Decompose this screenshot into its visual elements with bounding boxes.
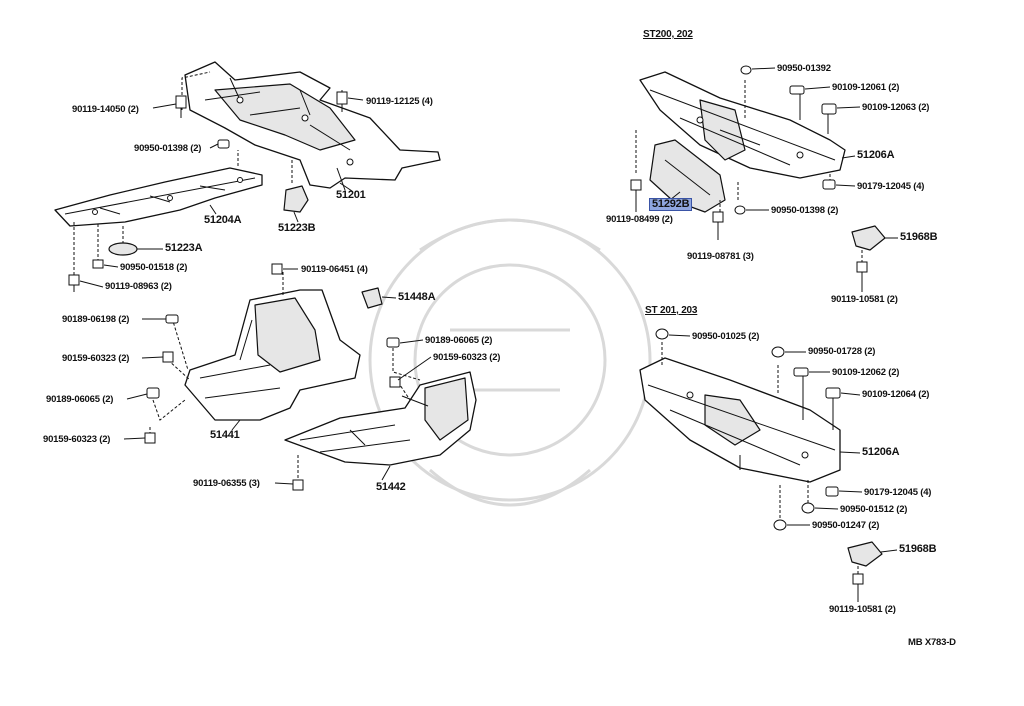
plate-51204a (54, 167, 263, 227)
part-label[interactable]: 90119-08963 (2) (105, 281, 172, 292)
part-label[interactable]: 51206A (857, 149, 895, 161)
part-label[interactable]: 51223B (278, 222, 316, 234)
part-label[interactable]: 90109-12061 (2) (832, 82, 900, 93)
part-label[interactable]: 90950-01025 (2) (692, 331, 760, 342)
part-label[interactable]: 90119-10581 (2) (831, 294, 898, 305)
part-label[interactable]: 90119-12125 (4) (366, 96, 433, 107)
part-label[interactable]: 90109-12063 (2) (862, 102, 930, 113)
part-label[interactable]: 90189-06198 (2) (62, 314, 130, 325)
part-label[interactable]: 51441 (210, 429, 240, 441)
crossmember-51206a-top (639, 71, 846, 179)
section-header-st200-202: ST200, 202 (643, 29, 693, 40)
part-label[interactable]: 90119-06355 (3) (193, 478, 260, 489)
part-label[interactable]: 90950-01518 (2) (120, 262, 188, 273)
leader-lines (79, 67, 898, 553)
part-label[interactable]: 90109-12062 (2) (832, 367, 900, 378)
crossmember-51206a-bottom (639, 357, 841, 483)
bracket-51292b (649, 139, 726, 213)
part-label[interactable]: 51968B (899, 543, 937, 555)
part-label[interactable]: 90950-01247 (2) (812, 520, 880, 531)
part-link-51292b[interactable]: 51292B (649, 198, 693, 211)
part-label[interactable]: 90119-06451 (4) (301, 264, 368, 275)
part-label[interactable]: 90950-01512 (2) (840, 504, 908, 515)
ring-51223a (108, 242, 138, 256)
part-label[interactable]: 51204A (204, 214, 242, 226)
part-label[interactable]: 90119-10581 (2) (829, 604, 896, 615)
undercover-51442 (284, 371, 477, 466)
part-label[interactable]: 51968B (900, 231, 938, 243)
part-label[interactable]: 90950-01392 (777, 63, 831, 74)
bracket-51968b-top (851, 225, 886, 251)
part-label[interactable]: 90189-06065 (2) (425, 335, 493, 346)
part-label[interactable]: 90179-12045 (4) (864, 487, 932, 498)
part-label[interactable]: 90119-14050 (2) (72, 104, 139, 115)
part-label[interactable]: 90109-12064 (2) (862, 389, 930, 400)
part-label[interactable]: 51442 (376, 481, 406, 493)
undercover-51441 (184, 289, 361, 421)
part-label[interactable]: 90159-60323 (2) (62, 353, 130, 364)
section-header-st201-203: ST 201, 203 (645, 305, 698, 316)
part-label[interactable]: 90119-08781 (3) (687, 251, 754, 262)
crossmember-51201 (184, 61, 441, 189)
part-label[interactable]: 90119-08499 (2) (606, 214, 673, 225)
part-label[interactable]: 90189-06065 (2) (46, 394, 114, 405)
bracket-51968b-bottom (847, 541, 883, 567)
pad-51223b (283, 185, 309, 213)
part-label[interactable]: 51206A (862, 446, 900, 458)
part-label[interactable]: 90179-12045 (4) (857, 181, 925, 192)
part-label[interactable]: 90950-01398 (2) (771, 205, 839, 216)
part-label[interactable]: 90159-60323 (2) (43, 434, 111, 445)
diagram-code: MB X783-D (908, 637, 956, 648)
part-label[interactable]: 51201 (336, 189, 366, 201)
watermark-logo (368, 218, 652, 507)
clip-51448a (361, 287, 383, 309)
part-label[interactable]: 51448A (398, 291, 436, 303)
part-label[interactable]: 90950-01728 (2) (808, 346, 876, 357)
part-label[interactable]: 90950-01398 (2) (134, 143, 202, 154)
part-label[interactable]: 51223A (165, 242, 203, 254)
part-label[interactable]: 90159-60323 (2) (433, 352, 501, 363)
